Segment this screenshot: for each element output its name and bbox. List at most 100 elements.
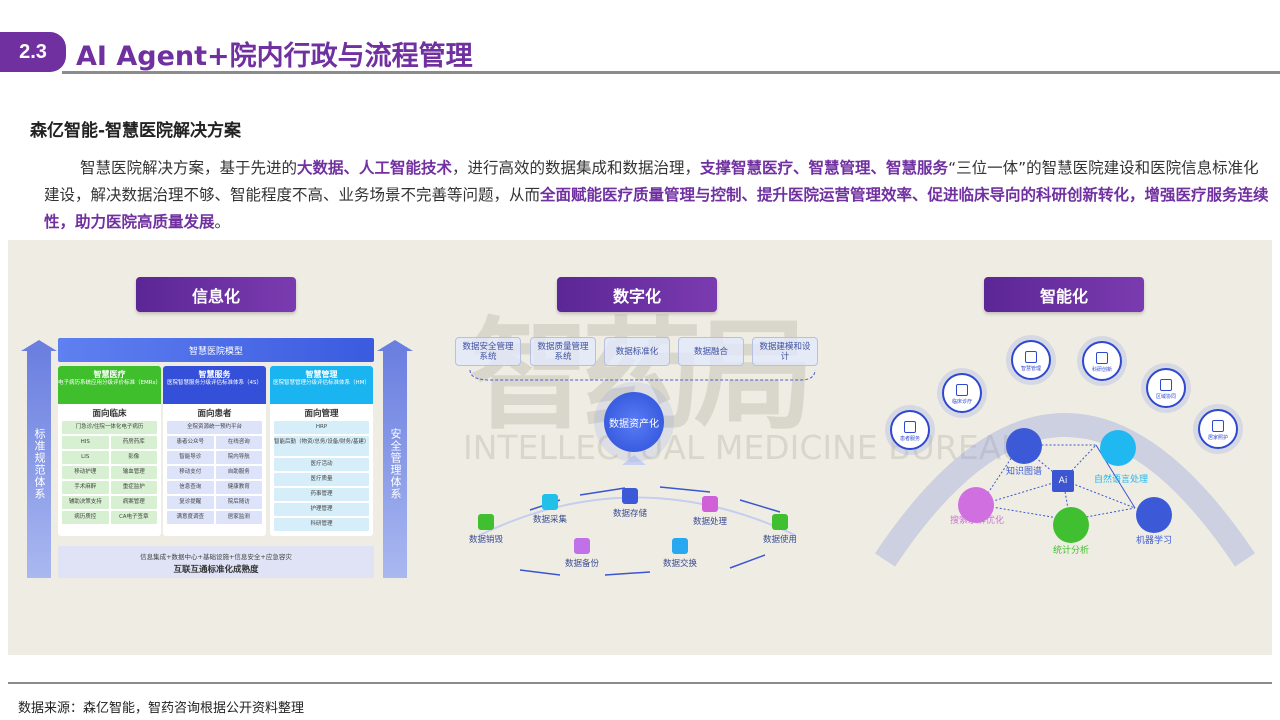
scenario-icon	[1160, 379, 1172, 391]
column-header: 智慧医疗电子病历系统应用分级评价标准（EMRs）	[58, 366, 161, 404]
search-icon	[958, 487, 994, 523]
page-title: AI Agent+院内行政与流程管理	[76, 41, 473, 72]
ai-capability-label: 机器学习	[1136, 536, 1173, 546]
ai-chip-icon: Ai	[1058, 476, 1068, 486]
column-1: 智慧服务医院智慧服务分级评估标准体系（4S）面向患者全院资源统一预约平台患者公众…	[163, 366, 266, 536]
flow-step: 数据使用	[750, 514, 810, 545]
scenario-label: 科研创新	[1091, 367, 1112, 373]
scenario-label: 智慧管理	[1020, 366, 1041, 372]
flow-step-label: 数据交换	[662, 559, 697, 569]
scenario-label: 居家照护	[1207, 435, 1228, 441]
destroy-icon	[478, 514, 494, 530]
ai-capability-label: 搜索求解优化	[950, 516, 1005, 526]
module-cell: 院后随访	[215, 496, 262, 509]
scenario-icon	[956, 384, 968, 396]
scenario-label: 临床诊疗	[951, 399, 972, 405]
title-divider	[62, 71, 1280, 74]
module-cell: 门急诊/住院一体化电子病历	[62, 421, 157, 434]
machine-learning-icon	[1136, 497, 1172, 533]
module-cell: 移动支付	[167, 466, 214, 479]
module-cell: 影像	[110, 451, 157, 464]
scenario-node: 科研创新	[1082, 341, 1122, 381]
data-system-box: 数据建模和设计	[752, 337, 818, 366]
module-cell: 医疗质量	[274, 473, 369, 486]
ai-capability: 统计分析	[1053, 507, 1089, 556]
module-cell: 护理管理	[274, 503, 369, 516]
data-system-box: 数据安全管理系统	[455, 337, 521, 366]
section-subtitle: 森亿智能-智慧医院解决方案	[30, 121, 242, 141]
ai-capability-label: 统计分析	[1053, 546, 1090, 556]
flow-step-label: 数据使用	[762, 535, 797, 545]
data-system-box: 数据质量管理系统	[530, 337, 596, 366]
flow-step-label: 数据备份	[564, 559, 599, 569]
data-asset-core: 数据资产化	[604, 392, 664, 452]
module-cell: 药事管理	[274, 488, 369, 501]
footer-divider	[8, 682, 1272, 684]
column-standard: 医院智慧服务分级评估标准体系（4S）	[167, 380, 262, 386]
module-cell: 患者公众号	[167, 436, 214, 449]
module-cell: 在线咨询	[215, 436, 262, 449]
scenario-icon	[1212, 420, 1224, 432]
module-cell: 病历质控	[62, 511, 109, 524]
module-cell: 科研管理	[274, 518, 369, 531]
module-cell: 手术麻醉	[62, 481, 109, 494]
ai-capability-label: 知识图谱	[1006, 467, 1043, 477]
module-cell: HRP	[274, 421, 369, 434]
highlight-text: 大数据、人工智能技术	[297, 159, 453, 177]
ai-capability: 自然语言处理	[1094, 430, 1148, 485]
flow-step-label: 数据存储	[612, 509, 647, 519]
body-text: 。	[214, 213, 231, 231]
data-system-box: 数据标准化	[604, 337, 670, 366]
model-bar: 智慧医院模型	[58, 338, 374, 362]
column-header: 智慧服务医院智慧服务分级评估标准体系（4S）	[163, 366, 266, 404]
scenario-node: 智慧管理	[1011, 340, 1051, 380]
process-icon	[702, 496, 718, 512]
section-pill-informatization: 信息化	[136, 277, 296, 312]
backup-icon	[574, 538, 590, 554]
module-cell: 满意度调查	[167, 511, 214, 524]
flow-step: 数据销毁	[456, 514, 516, 545]
column-title: 智慧管理	[305, 370, 338, 379]
module-cell: 智能导诊	[167, 451, 214, 464]
maturity-components: 信息集成+数据中心+基础设施+信息安全+应急容灾	[140, 553, 292, 561]
standards-arrow: 标准规范体系	[21, 340, 57, 578]
security-arrow: 安全管理体系	[377, 340, 413, 578]
column-header: 智慧管理医院智慧管理分级评估标准体系（HM）	[270, 366, 373, 404]
ai-capability-label: 自然语言处理	[1094, 475, 1149, 485]
column-standard: 电子病历系统应用分级评价标准（EMRs）	[58, 380, 161, 386]
highlight-text: 全面赋能医疗质量管理与控制、提升医院运营管理效率、促进临床导向的科研创新转化，增…	[44, 186, 1269, 231]
body-text: ，进行高效的数据集成和数据治理，	[452, 159, 701, 177]
module-cell: 全院资源统一预约平台	[167, 421, 262, 434]
module-cell: 健康教育	[215, 481, 262, 494]
description-paragraph: 智慧医院解决方案，基于先进的大数据、人工智能技术，进行高效的数据集成和数据治理，…	[44, 155, 1274, 236]
module-cell: 移动护理	[62, 466, 109, 479]
module-cell: 居家监测	[215, 511, 262, 524]
column-0: 智慧医疗电子病历系统应用分级评价标准（EMRs）面向临床门急诊/住院一体化电子病…	[58, 366, 161, 536]
flow-step: 数据备份	[552, 538, 612, 569]
use-icon	[772, 514, 788, 530]
knowledge-graph-icon	[1006, 428, 1042, 464]
scenario-icon	[1025, 351, 1037, 363]
source-note: 数据来源：森亿智能，智药咨询根据公开资料整理	[18, 701, 305, 716]
section-number-badge: 2.3	[0, 32, 66, 72]
module-cell: 医疗活动	[274, 458, 369, 471]
flow-step: 数据交换	[650, 538, 710, 569]
module-cell: LIS	[62, 451, 109, 464]
data-system-box: 数据融合	[678, 337, 744, 366]
maturity-title: 互联互通标准化成熟度	[173, 565, 259, 575]
column-cells: 全院资源统一预约平台患者公众号在线咨询智能导诊院内导航移动支付自助服务信息查询健…	[163, 421, 266, 524]
module-cell: CA电子签章	[110, 511, 157, 524]
watermark-text: INTELLECTUAL MEDICINE BUREAU	[463, 428, 1026, 467]
module-cell: 病案管理	[110, 496, 157, 509]
module-cell: 输血管理	[110, 466, 157, 479]
section-pill-digitalization: 数字化	[557, 277, 717, 312]
flow-step-label: 数据采集	[532, 515, 567, 525]
module-cell: 复诊提醒	[167, 496, 214, 509]
bar-chart-icon	[1053, 507, 1089, 543]
module-cell: 自助服务	[215, 466, 262, 479]
ai-capability: 知识图谱	[1006, 428, 1042, 477]
maturity-bar: 信息集成+数据中心+基础设施+信息安全+应急容灾 互联互通标准化成熟度	[58, 546, 374, 578]
chat-bubble-icon	[1100, 430, 1136, 466]
